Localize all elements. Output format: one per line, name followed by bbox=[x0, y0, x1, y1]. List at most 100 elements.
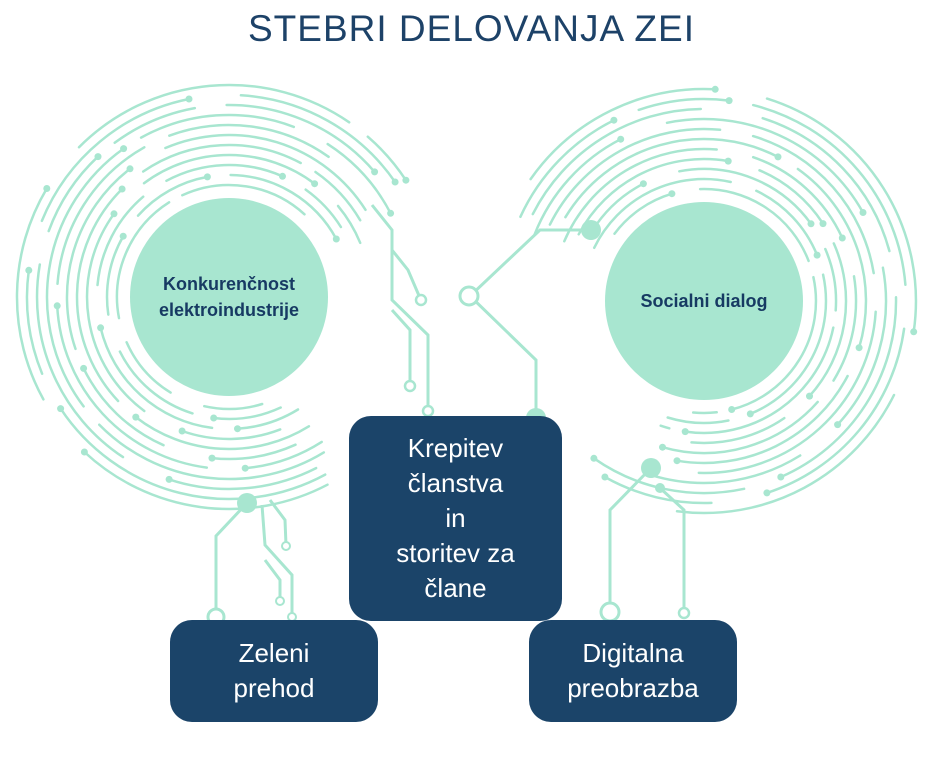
pillar-digital-label: Digitalna preobrazba bbox=[567, 638, 699, 703]
circuit-arc bbox=[592, 457, 746, 495]
circuit-arc bbox=[613, 192, 674, 235]
connector-node bbox=[581, 220, 601, 240]
circuit-node bbox=[178, 427, 186, 435]
circuit-arc bbox=[697, 310, 877, 475]
circuit-node bbox=[241, 464, 249, 472]
circuit-node bbox=[118, 185, 126, 193]
circuit-arc bbox=[47, 155, 100, 233]
circuit-arc bbox=[239, 94, 397, 184]
circuit-node bbox=[819, 220, 827, 228]
pillar-green-box: Zeleni prehod bbox=[170, 620, 378, 722]
circuit-arc bbox=[304, 188, 343, 229]
circuit-arc bbox=[118, 350, 194, 415]
circuit-arc bbox=[665, 117, 865, 214]
circuit-node bbox=[371, 168, 379, 176]
circuit-node bbox=[210, 414, 218, 422]
circuit-arc bbox=[65, 167, 132, 351]
circuit-arc bbox=[59, 407, 327, 501]
connector-line bbox=[608, 466, 653, 612]
circuit-arc bbox=[751, 134, 875, 275]
circuit-node bbox=[234, 425, 241, 433]
circuit-node bbox=[97, 324, 105, 332]
pillar-membership-label: Krepitev članstva in storitev za člane bbox=[396, 433, 515, 603]
circuit-arc bbox=[243, 440, 323, 470]
pillar-social-dialog-label: Socialni dialog bbox=[640, 291, 768, 311]
circuit-arc bbox=[637, 97, 731, 112]
circuit-arc bbox=[592, 177, 732, 250]
circuit-arc bbox=[548, 127, 722, 226]
circuit-node bbox=[43, 185, 51, 192]
pillar-competitiveness-circle: Konkurenčnost elektroindustrije bbox=[130, 198, 328, 396]
circuit-arc bbox=[603, 475, 713, 505]
circuit-arc bbox=[203, 402, 264, 411]
connector-node bbox=[281, 541, 291, 551]
circuit-arc bbox=[40, 97, 191, 223]
circuit-arc bbox=[519, 118, 616, 219]
circuit-arc bbox=[125, 341, 172, 394]
connector-line bbox=[214, 501, 249, 616]
circuit-node bbox=[855, 344, 863, 352]
circuit-arc bbox=[758, 169, 825, 225]
circuit-node bbox=[659, 443, 666, 451]
circuit-node bbox=[807, 220, 815, 228]
circuit-arc bbox=[765, 327, 906, 495]
circuit-node bbox=[126, 165, 134, 173]
circuit-node bbox=[910, 328, 918, 336]
circuit-arc bbox=[661, 400, 819, 455]
circuit-arc bbox=[82, 367, 165, 447]
circuit-arc bbox=[229, 173, 338, 241]
circuit-arc bbox=[180, 428, 282, 441]
circuit-node bbox=[57, 405, 65, 413]
circuit-arc bbox=[765, 97, 918, 334]
connector-node bbox=[458, 285, 480, 307]
connector-node bbox=[237, 493, 257, 513]
circuit-node bbox=[132, 413, 140, 421]
circuit-arc bbox=[755, 189, 819, 257]
circuit-node bbox=[601, 473, 609, 481]
circuit-node bbox=[391, 178, 399, 186]
connector-line bbox=[658, 486, 686, 612]
circuit-node bbox=[94, 153, 102, 161]
connector-line bbox=[370, 204, 430, 408]
pillar-social-dialog-circle: Socialni dialog bbox=[605, 202, 803, 400]
circuit-arc bbox=[55, 304, 209, 469]
circuit-arc bbox=[836, 266, 888, 426]
circuit-node bbox=[806, 392, 813, 400]
connector-line bbox=[268, 499, 288, 546]
circuit-arc bbox=[683, 326, 835, 435]
circuit-arc bbox=[105, 234, 125, 316]
connector-node bbox=[677, 606, 691, 620]
circuit-node bbox=[80, 448, 88, 456]
circuit-node bbox=[610, 116, 618, 124]
circuit-arc bbox=[832, 275, 858, 382]
circuit-arc bbox=[675, 393, 896, 515]
pillar-membership-box: Krepitev članstva in storitev za člane bbox=[349, 416, 562, 621]
circuit-arc bbox=[690, 416, 786, 445]
circuit-node bbox=[590, 454, 598, 462]
pillar-green-label: Zeleni prehod bbox=[233, 638, 315, 703]
connector-node bbox=[655, 483, 665, 493]
circuit-arc bbox=[113, 106, 197, 145]
circuit-arc bbox=[167, 466, 318, 491]
circuit-arc bbox=[730, 275, 818, 411]
circuit-node bbox=[711, 85, 719, 93]
connector-node bbox=[421, 404, 435, 418]
circuit-arc bbox=[529, 87, 717, 181]
circuit-arc bbox=[210, 443, 297, 461]
circuit-node bbox=[185, 95, 193, 103]
circuit-node bbox=[208, 454, 216, 462]
circuit-arc bbox=[577, 157, 730, 236]
circuit-node bbox=[777, 473, 785, 481]
circuit-arc bbox=[751, 155, 844, 240]
circuit-arc bbox=[134, 415, 311, 451]
circuit-arc bbox=[168, 123, 330, 159]
circuit-node bbox=[673, 457, 681, 465]
circuit-arc bbox=[675, 374, 849, 465]
circuit-node bbox=[728, 406, 736, 413]
circuit-arc bbox=[164, 133, 367, 212]
connector-node bbox=[403, 379, 417, 393]
circuit-arc bbox=[659, 424, 671, 430]
circuit-arc bbox=[225, 103, 376, 174]
circuit-arc bbox=[761, 116, 891, 253]
